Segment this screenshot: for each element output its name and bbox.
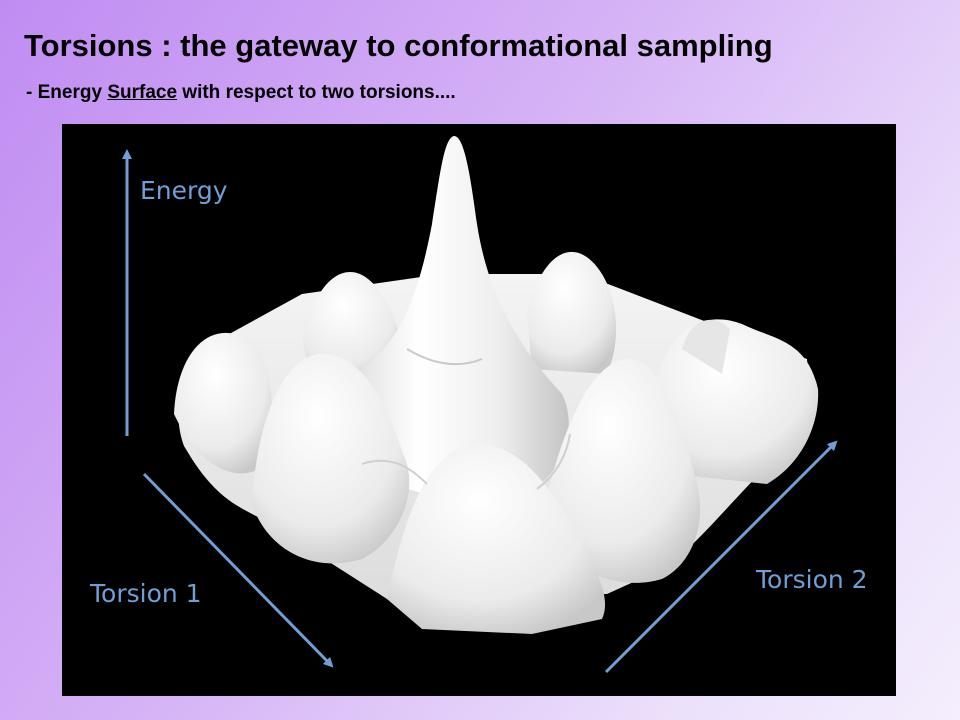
- slide-title: Torsions : the gateway to conformational…: [24, 28, 773, 63]
- torsion1-axis-arrow: [142, 472, 334, 668]
- subtitle-suffix: with respect to two torsions....: [177, 82, 456, 103]
- torsion2-axis-arrow: [604, 440, 838, 674]
- energy-axis-label: Energy: [140, 176, 228, 205]
- slide-subtitle: - Energy Surface with respect to two tor…: [26, 82, 456, 104]
- subtitle-prefix: - Energy: [26, 82, 108, 103]
- torsion1-axis-label: Torsion 1: [89, 579, 202, 608]
- energy-surface: [174, 136, 819, 634]
- subtitle-surface-link[interactable]: Surface: [107, 82, 178, 103]
- energy-surface-figure: Energy Torsion 1 Torsion 2: [62, 124, 896, 696]
- energy-surface-svg: Energy Torsion 1 Torsion 2: [89, 136, 868, 674]
- torsion2-axis-label: Torsion 2: [755, 565, 868, 594]
